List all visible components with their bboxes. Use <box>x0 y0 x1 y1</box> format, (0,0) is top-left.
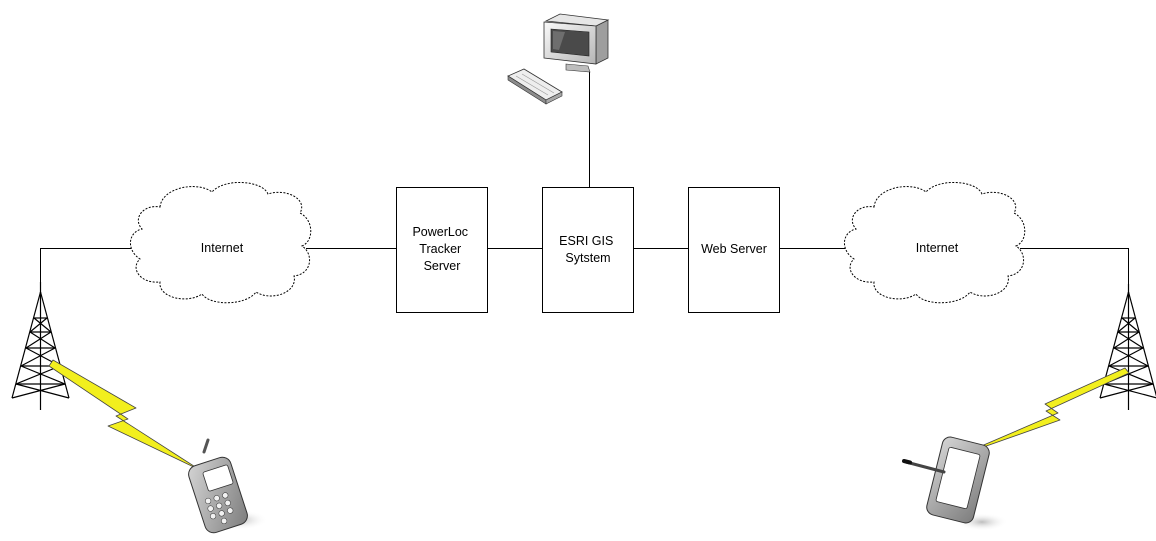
web-server-box <box>688 187 780 313</box>
tracker-server-label-line1: PowerLoc <box>412 225 468 239</box>
desktop-computer-icon <box>507 13 610 105</box>
cell-tower-icon <box>1099 284 1156 410</box>
tracker-server-box <box>396 187 488 313</box>
tracker-server-label: PowerLoc Tracker Server <box>412 225 471 273</box>
internet-label-left: Internet <box>201 241 244 255</box>
internet-cloud-left: Internet <box>130 181 312 304</box>
cell-tower-icon <box>11 282 70 410</box>
internet-cloud-right: Internet <box>844 181 1026 304</box>
web-server-label: Web Server <box>701 242 767 256</box>
gis-system-label-line2: Sytstem <box>565 251 610 265</box>
lightning-bolt-icon <box>48 359 201 471</box>
tablet-pda-icon <box>902 436 1008 531</box>
lightning-bolt-icon <box>957 367 1130 457</box>
tracker-server-label-line3: Server <box>424 259 461 273</box>
tracker-server-node: PowerLoc Tracker Server <box>396 187 488 313</box>
gis-system-label: ESRI GIS Sytstem <box>559 234 617 265</box>
tracker-server-label-line2: Tracker <box>419 242 461 256</box>
gis-system-box <box>542 187 634 313</box>
web-server-node: Web Server <box>688 187 780 313</box>
internet-label-right: Internet <box>916 241 959 255</box>
mobile-phone-icon <box>188 438 268 534</box>
gis-system-node: ESRI GIS Sytstem <box>542 187 634 313</box>
gis-system-label-line1: ESRI GIS <box>559 234 613 248</box>
connectors <box>40 72 1129 284</box>
